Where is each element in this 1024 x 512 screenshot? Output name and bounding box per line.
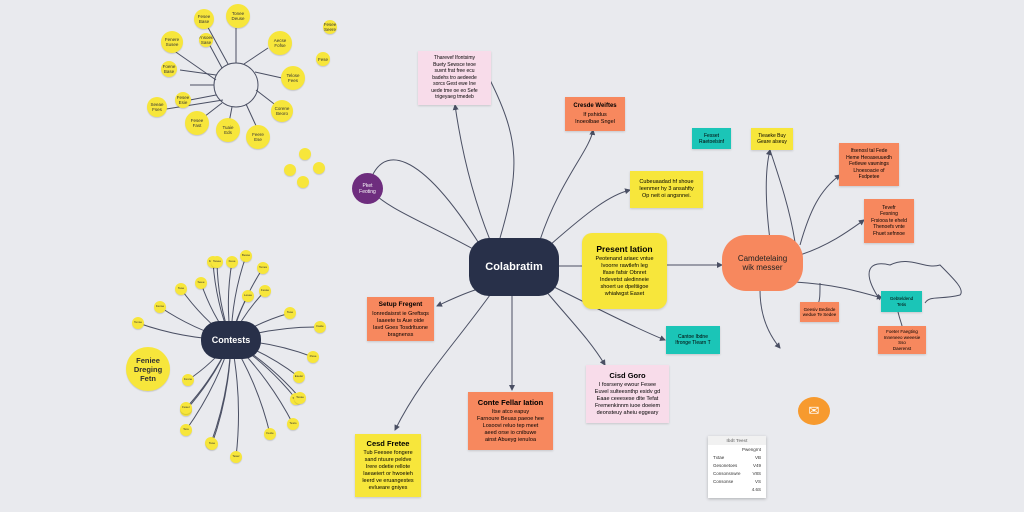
legend-cell: VS (754, 478, 761, 484)
legend-cell: 4.6S (751, 486, 761, 492)
left-cluster-dot[interactable]: Besse (240, 250, 252, 262)
legend-row: 4.6S (708, 485, 766, 493)
cesd-fretee-body: Tub Feesee fongere sand ntuure peldve Ir… (362, 450, 414, 491)
orange-note-top-title: Cresde Weiftes (573, 102, 617, 109)
conte-fellar-title: Conte Fellar Iation (477, 398, 544, 407)
right-topic-node[interactable]: Camdetelaing wik messer (722, 235, 803, 291)
top-cluster-dot[interactable]: Corene Beoro (271, 100, 293, 122)
feniee-circle-node[interactable]: Feniee Dreging Fetn (126, 347, 170, 391)
cisd-goro-title: Cisd Goro (609, 371, 646, 380)
left-cluster-dot[interactable]: Pese (307, 351, 319, 363)
orange-note-right-2[interactable]: Tevefr Fesning Frsiooa te eheld Thenoefs… (864, 199, 914, 243)
legend-row: Consonse VS (708, 477, 766, 485)
setup-fregent-note[interactable]: Setup Fregent Ionredaisrst ie Greftsqs I… (367, 297, 434, 341)
top-cluster-dot[interactable]: Fnsoee Sase (199, 33, 213, 47)
left-cluster-dot[interactable]: Testo (287, 418, 299, 430)
top-cluster-dot[interactable]: Fese (316, 52, 330, 66)
top-cluster-dot[interactable]: Tuaie Eds (216, 118, 240, 142)
conte-fellar-note[interactable]: Conte Fellar Iation Itse atco eapuy Farn… (468, 392, 553, 450)
top-cluster-dot[interactable]: Fesee Base (194, 9, 214, 29)
left-cluster-dot[interactable]: Eseler (293, 371, 305, 383)
legend-cell: Consonse (713, 478, 734, 484)
legend-header: Ibdt Teest (708, 436, 766, 445)
presentation-title: Present Iation (596, 243, 653, 254)
legend-row: Consonsnwre V8S (708, 469, 766, 477)
left-cluster-dot[interactable]: Fesne (182, 374, 194, 386)
yellow-note-mid[interactable]: Cubeuaadad hf shoue Ieenmer hy 3 ansahft… (630, 171, 703, 208)
cesd-fretee-title: Cesd Fretee (366, 439, 410, 448)
left-cluster-dot[interactable]: Tenes (257, 262, 269, 274)
small-dot (297, 176, 309, 188)
left-cluster-dot[interactable]: Lesee (242, 290, 254, 302)
presentation-note[interactable]: Present Iation Peotenand ariaec vntue Iv… (582, 233, 667, 309)
top-cluster-dot[interactable]: Aecse Fofse (268, 31, 292, 55)
setup-fregent-title: Setup Fregent (378, 300, 423, 308)
left-cluster-dot[interactable]: Tesee (211, 256, 223, 268)
top-cluster-dot[interactable]: Tonee Deuse (226, 4, 250, 28)
top-cluster-dot[interactable]: Fenere Susee (161, 31, 183, 53)
top-cluster-dot[interactable]: Foene Base (161, 61, 177, 77)
conte-fellar-body: Itse atco eapuy Farnoure Beuas paeoe hee… (477, 409, 544, 443)
cisd-goro-note[interactable]: Cisd Goro I fosrseny ewour Fesee Euvel s… (586, 365, 669, 423)
small-dot (313, 162, 325, 174)
left-cluster-dot[interactable]: Tese (206, 438, 218, 450)
left-cluster-dot[interactable]: Tese (284, 307, 296, 319)
contests-hub-node[interactable]: Contests (201, 321, 261, 359)
top-cluster-dot[interactable]: Feere Ese (246, 125, 270, 149)
legend-cell: Txtae (713, 454, 725, 460)
top-cluster-dot[interactable]: Telose Fees (281, 66, 305, 90)
left-cluster-dot[interactable]: Tere (180, 424, 192, 436)
central-topic-node[interactable]: Colabratim (469, 238, 559, 296)
legend-row: Txtae VB (708, 453, 766, 461)
legend-cell: V49 (752, 462, 761, 468)
legend-cell: V8S (752, 470, 761, 476)
orange-note-top[interactable]: Cresde Weiftes If pshidus Inoeolbae Snge… (565, 97, 625, 131)
pink-note-top[interactable]: Tharevef Ifontsimy Buety Sewsce teoe suv… (418, 51, 491, 105)
orange-note-top-body: If pshidus Inoeolbae Sngel (575, 111, 615, 125)
legend-row: Gesonetoes V49 (708, 461, 766, 469)
legend-cell: Gesonetoes (713, 462, 738, 468)
cisd-goro-body: I fosrseny ewour Fesee Euvel sulteesnthp… (594, 382, 661, 416)
legend-table: Ibdt Teest Pwengrnt Txtae VB Gesonetoes V4… (708, 436, 766, 498)
left-cluster-dot[interactable]: Fesse (259, 285, 271, 297)
setup-fregent-body: Ionredaisrst ie Greftsqs Iaaeete ts Aue … (372, 310, 429, 338)
legend-cell: Consonsnwre (713, 470, 741, 476)
teal-note-mid[interactable]: Cantoe Ibdne Ifronge Tlearn T (666, 326, 720, 354)
orange-note-bottom-right[interactable]: Foeter Faegting Inneneeo weeesie Sso Dae… (878, 326, 926, 354)
left-cluster-dot[interactable]: Seee (195, 277, 207, 289)
legend-cell: VB (754, 454, 761, 460)
left-cluster-dot[interactable]: Fesle (264, 428, 276, 440)
top-cluster-dot[interactable]: Fesee Seere (323, 20, 337, 34)
presentation-body: Peotenand ariaec vntue Ivoorre rawtlefn … (595, 255, 654, 297)
orange-note-right-1[interactable]: Ifsenosl tal Fede Heme Heoaseuuedh Fetle… (839, 143, 899, 186)
left-cluster-dot[interactable]: Fense (154, 301, 166, 313)
left-cluster-dot[interactable]: Tesse (294, 392, 306, 404)
yellow-note-small-top[interactable]: Tieaeke Buy Geare alseuy (751, 128, 793, 150)
small-dot (299, 148, 311, 160)
left-cluster-dot[interactable]: Fasle (314, 321, 326, 333)
small-dot (284, 164, 296, 176)
left-cluster-dot[interactable]: Feoe (226, 256, 238, 268)
left-cluster-dot[interactable]: Feser (180, 402, 192, 414)
left-cluster-dot[interactable]: Tense (132, 317, 144, 329)
legend-col-right: Pwengrnt (741, 446, 761, 452)
legend-col-header: Pwengrnt (708, 445, 766, 453)
left-cluster-dot[interactable]: Tese (175, 283, 187, 295)
envelope-sticker-icon[interactable]: ✉ (798, 397, 830, 425)
teal-note-top[interactable]: Fesset Raetoelsinf (692, 128, 731, 149)
top-cluster-dot[interactable]: Fesee Fast (185, 111, 209, 135)
top-cluster-dot[interactable]: Seeae Fses (147, 97, 167, 117)
top-cluster-dot[interactable]: Fesee Esie (175, 92, 191, 108)
cesd-fretee-note[interactable]: Cesd Fretee Tub Feesee fongere sand ntuu… (355, 434, 421, 497)
purple-tag-node[interactable]: Pket Feoting (352, 173, 383, 204)
orange-note-small[interactable]: Geesiv Bedinde wedue Te Sedee (800, 302, 839, 322)
teal-note-right[interactable]: Gebteldend Tetis (881, 291, 922, 312)
left-cluster-dot[interactable]: Teser (230, 451, 242, 463)
